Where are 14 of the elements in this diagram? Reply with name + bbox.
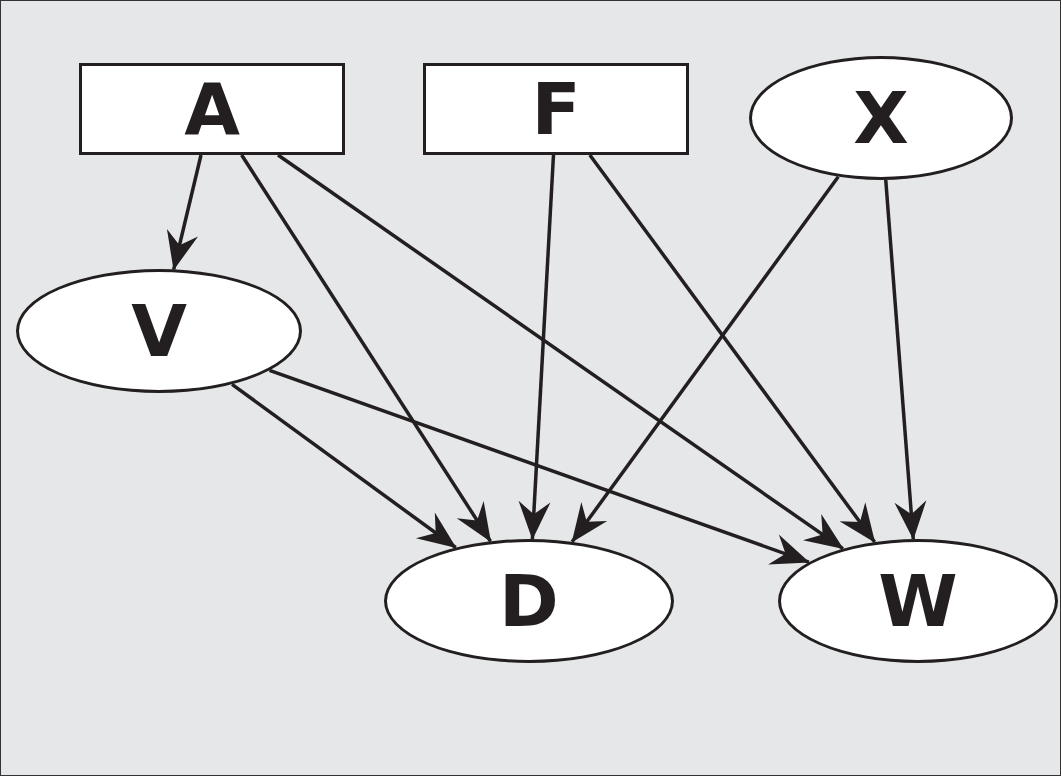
arrow (518, 154, 556, 540)
node-label: A (184, 73, 240, 145)
node-label: D (499, 565, 559, 637)
arrow (277, 153, 844, 551)
arrow (268, 368, 810, 565)
process-box (79, 63, 345, 155)
node-label: V (131, 295, 187, 367)
arrow (231, 382, 457, 549)
node-label: F (531, 73, 581, 145)
arrow (166, 154, 203, 271)
arrow (884, 179, 927, 540)
node-label: X (853, 82, 909, 154)
process-box (423, 63, 689, 155)
node-label: W (878, 565, 958, 637)
